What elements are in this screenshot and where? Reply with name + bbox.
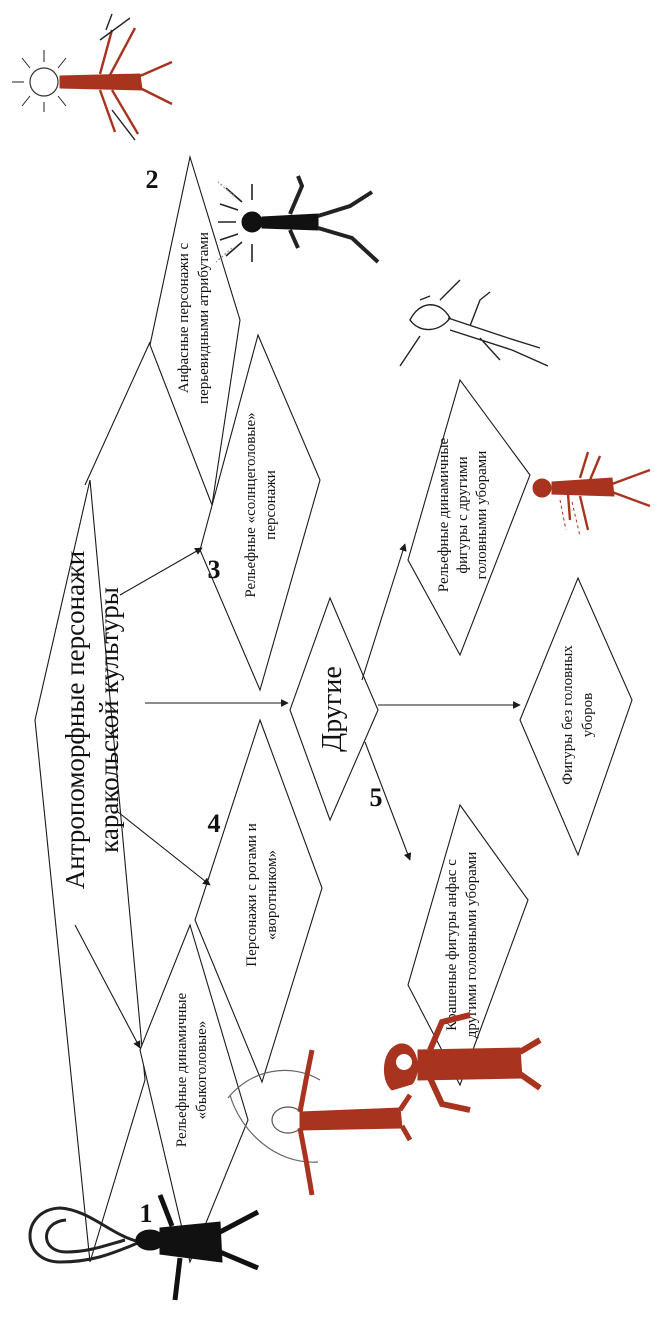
group-5-number: 5	[370, 783, 383, 812]
svg-text:фигуры с другими: фигуры с другими	[455, 456, 471, 573]
edge-root-to-group-4	[117, 811, 211, 886]
radiant-figure-icon	[12, 13, 173, 141]
edge-root-to-group-1	[74, 924, 141, 1049]
svg-text:Крашеные фигуры анфас с: Крашеные фигуры анфас с	[444, 859, 460, 1031]
svg-text:Другие: Другие	[317, 666, 348, 752]
svg-text:Рельефные динамичные: Рельефные динамичные	[436, 437, 452, 592]
group-1-number: 1	[140, 1199, 153, 1228]
node-group-1	[139, 923, 249, 1264]
group-3-number: 3	[208, 555, 221, 584]
svg-text:уборов: уборов	[580, 693, 596, 738]
svg-text:Рельефные динамичные: Рельефные динамичные	[174, 992, 190, 1147]
svg-text:Рельефные «солнцеголовые»: Рельефные «солнцеголовые»	[243, 412, 259, 597]
edge-group-5-to-subgroup-1	[361, 543, 407, 681]
group-3-label: Рельефные «солнцеголовые» персонажи	[243, 412, 279, 597]
node-subgroup-3	[519, 576, 633, 857]
edge-root-to-group-2	[84, 341, 151, 486]
group-4-label: Персонажи с рогами и «воротником»	[244, 823, 280, 967]
root-node	[34, 479, 146, 1263]
edge-root-to-group-3	[119, 547, 203, 596]
svg-text:Антропоморфные персонажи: Антропоморфные персонажи	[60, 551, 90, 889]
subgroup-3-label: Фигуры без головных уборов	[560, 645, 596, 785]
svg-text:головными уборами: головными уборами	[474, 451, 490, 580]
edge-group-5-to-subgroup-2	[364, 741, 412, 861]
svg-text:другими головными уборами: другими головными уборами	[464, 852, 480, 1039]
group-5-label: Другие	[317, 666, 348, 752]
node-group-5	[289, 596, 379, 822]
root-label: Антропоморфные персонажи каракольской ку…	[60, 551, 124, 889]
svg-text:Анфасные персонажи с: Анфасные персонажи с	[176, 243, 192, 394]
group-2-number: 2	[146, 165, 159, 194]
svg-text:Персонажи с рогами и: Персонажи с рогами и	[244, 823, 260, 967]
group-4-number: 4	[208, 809, 221, 838]
svg-text:персонажи: персонажи	[263, 470, 279, 539]
svg-text:Фигуры без головных: Фигуры без головных	[560, 645, 576, 785]
svg-text:каракольской культуры: каракольской культуры	[94, 587, 124, 853]
node-subgroup-1	[407, 378, 531, 657]
subgroup-1-label: Рельефные динамичные фигуры с другими го…	[436, 437, 490, 592]
feathered-figure-icon	[215, 175, 380, 264]
svg-text:«быкоголовые»: «быкоголовые»	[194, 1021, 210, 1120]
node-subgroup-2	[407, 803, 529, 1087]
group-1-label: Рельефные динамичные «быкоголовые»	[174, 992, 210, 1147]
svg-text:«воротником»: «воротником»	[264, 850, 280, 940]
sketch-figure-icon	[399, 279, 549, 367]
svg-text:перьевидными атрибутами: перьевидными атрибутами	[196, 232, 212, 404]
bull-headed-figure-icon	[28, 1194, 260, 1301]
horned-figure-icon	[227, 1049, 413, 1196]
red-dynamic-figure-icon	[532, 451, 651, 537]
node-group-4	[194, 718, 323, 1084]
subgroup-2-label: Крашеные фигуры анфас с другими головным…	[444, 852, 480, 1039]
red-frontal-figure-icon	[383, 1012, 542, 1113]
group-2-label: Анфасные персонажи с перьевидными атрибу…	[176, 232, 212, 404]
node-group-3	[199, 333, 321, 692]
